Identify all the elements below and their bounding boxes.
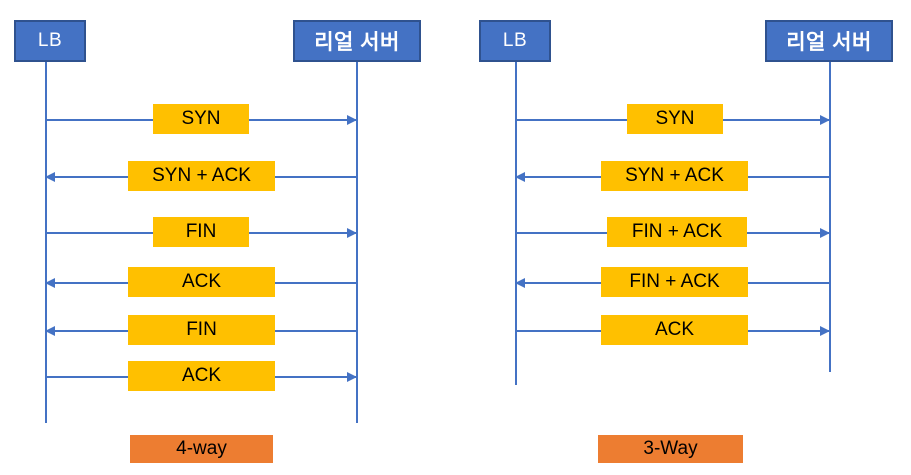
arrow-head-right-icon [347, 372, 357, 382]
message-label[interactable]: FIN + ACK [601, 267, 748, 297]
actor-box-lb[interactable]: LB [479, 20, 551, 62]
message-label[interactable]: ACK [128, 267, 275, 297]
message-label[interactable]: SYN [153, 104, 249, 134]
message-label[interactable]: SYN + ACK [128, 161, 275, 191]
arrow-head-left-icon [45, 172, 55, 182]
arrow-head-left-icon [45, 326, 55, 336]
arrow-head-left-icon [45, 278, 55, 288]
lifeline-real-server [356, 62, 358, 423]
actor-box-real-server[interactable]: 리얼 서버 [765, 20, 893, 62]
arrow-head-right-icon [347, 115, 357, 125]
message-label[interactable]: FIN + ACK [607, 217, 747, 247]
diagram-four-way: LB 리얼 서버 SYN SYN + ACK FIN ACK FIN ACK 4… [14, 20, 421, 463]
arrow-head-left-icon [515, 278, 525, 288]
actor-box-real-server[interactable]: 리얼 서버 [293, 20, 421, 62]
arrow-head-right-icon [820, 326, 830, 336]
arrow-head-left-icon [515, 172, 525, 182]
message-label[interactable]: FIN [153, 217, 249, 247]
message-label[interactable]: SYN [627, 104, 723, 134]
message-label[interactable]: ACK [128, 361, 275, 391]
caption-box-three-way[interactable]: 3-Way [598, 435, 743, 463]
arrow-head-right-icon [820, 228, 830, 238]
arrow-head-right-icon [347, 228, 357, 238]
lifeline-lb [515, 62, 517, 385]
message-label[interactable]: FIN [128, 315, 275, 345]
message-label[interactable]: ACK [601, 315, 748, 345]
lifeline-real-server [829, 62, 831, 372]
message-label[interactable]: SYN + ACK [601, 161, 748, 191]
lifeline-lb [45, 62, 47, 423]
actor-box-lb[interactable]: LB [14, 20, 86, 62]
arrow-head-right-icon [820, 115, 830, 125]
caption-box-four-way[interactable]: 4-way [130, 435, 273, 463]
diagram-three-way: LB 리얼 서버 SYN SYN + ACK FIN + ACK FIN + A… [455, 0, 911, 475]
